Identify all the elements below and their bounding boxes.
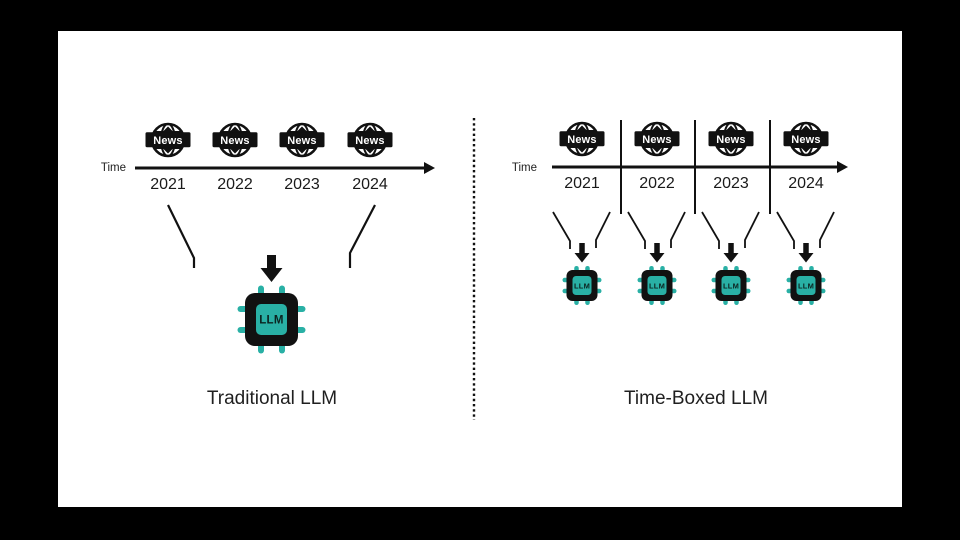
funnel-line-right	[348, 204, 376, 268]
chip-label: LLM	[723, 281, 739, 290]
llm-chip-icon: LLM	[237, 285, 306, 354]
llm-chip-icon: LLM	[637, 266, 677, 305]
time-axis-label: Time	[512, 162, 537, 174]
down-arrow-icon	[574, 243, 590, 263]
news-banner-label: News	[791, 134, 821, 146]
down-arrow-icon	[260, 255, 283, 282]
year-label: 2021	[564, 175, 600, 192]
news-banner-label: News	[642, 134, 672, 146]
left-panel: Time News News News News 2021 2022 2023 …	[101, 122, 435, 409]
chip-label: LLM	[798, 281, 814, 290]
year-label: 2024	[352, 176, 388, 193]
news-banner-label: News	[567, 134, 597, 146]
diagram-svg: Time News News News News 2021 2022 2023 …	[101, 118, 848, 420]
news-banner-label: News	[355, 135, 385, 147]
funnel-line-left	[167, 204, 196, 268]
llm-chip-icon: LLM	[711, 266, 751, 305]
year-label: 2021	[150, 176, 186, 193]
down-arrow-icon	[649, 243, 665, 263]
year-label: 2022	[217, 176, 253, 193]
year-label: 2022	[639, 175, 675, 192]
caption-traditional-llm: Traditional LLM	[207, 388, 337, 409]
year-label: 2023	[284, 176, 320, 193]
down-arrow-icon	[723, 243, 739, 263]
news-banner-label: News	[716, 134, 746, 146]
timeline-arrow	[552, 161, 848, 173]
mini-funnel	[552, 211, 835, 249]
year-label: 2024	[788, 175, 824, 192]
down-arrow-icon	[798, 243, 814, 263]
llm-chip-icon: LLM	[562, 266, 602, 305]
news-banner-label: News	[220, 135, 250, 147]
chip-label: LLM	[574, 281, 590, 290]
time-axis-label: Time	[101, 162, 126, 174]
slide-canvas: Time News News News News 2021 2022 2023 …	[58, 31, 902, 507]
news-banner-label: News	[287, 135, 317, 147]
chip-label: LLM	[649, 281, 665, 290]
year-label: 2023	[713, 175, 749, 192]
llm-chip-icon: LLM	[786, 266, 826, 305]
right-panel: Time News News News News 2021 2022 2023 …	[512, 120, 848, 409]
timeline-arrow	[135, 162, 435, 174]
news-banner-label: News	[153, 135, 183, 147]
caption-time-boxed-llm: Time-Boxed LLM	[624, 388, 768, 409]
chip-label: LLM	[259, 315, 284, 327]
